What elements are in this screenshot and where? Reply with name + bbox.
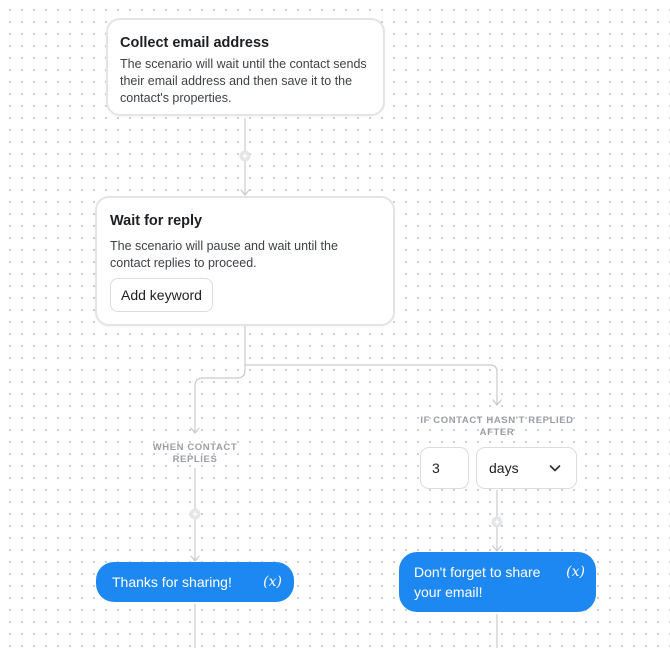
connector-wait-to-noreply-branch (245, 364, 498, 404)
message-bubble-reminder[interactable]: Don't forget to share your email! (x) (399, 552, 596, 612)
branch-label-no-reply: IF CONTACT HASN'T REPLIED AFTER (420, 415, 574, 438)
delay-unit-value: days (489, 460, 519, 476)
variable-icon[interactable]: (x) (263, 574, 282, 590)
step-description: The scenario will wait until the contact… (120, 57, 367, 105)
message-text: Thanks for sharing! (112, 574, 232, 590)
arrow-head (492, 545, 502, 552)
connector-wait-to-replied-branch (194, 326, 246, 432)
add-keyword-button[interactable]: Add keyword (110, 278, 213, 312)
step-description: The scenario will pause and wait until t… (110, 239, 338, 270)
plus-icon (192, 511, 198, 517)
message-bubble-thanks[interactable]: Thanks for sharing! (x) (96, 562, 294, 602)
arrow-head (190, 427, 200, 434)
variable-icon[interactable]: (x) (566, 564, 585, 580)
arrow-head (240, 189, 250, 196)
delay-unit-select[interactable]: days (476, 447, 577, 489)
add-step-button[interactable] (491, 516, 503, 528)
add-step-button[interactable] (189, 508, 201, 520)
arrow-head (492, 399, 502, 406)
arrow-head (190, 555, 200, 562)
plus-icon (494, 519, 500, 525)
step-title: Wait for reply (110, 213, 203, 229)
message-text: Don't forget to share your email! (414, 564, 541, 600)
add-step-button[interactable] (239, 150, 251, 162)
chevron-down-icon (549, 465, 561, 472)
step-title: Collect email address (120, 35, 270, 51)
branch-label-replied: WHEN CONTACT REPLIES (152, 442, 238, 465)
collect-email-step-card[interactable]: Collect email address The scenario will … (106, 18, 385, 116)
delay-value-input[interactable] (420, 447, 469, 489)
wait-for-reply-step-card[interactable]: Wait for reply The scenario will pause a… (95, 196, 395, 326)
plus-icon (242, 153, 248, 159)
